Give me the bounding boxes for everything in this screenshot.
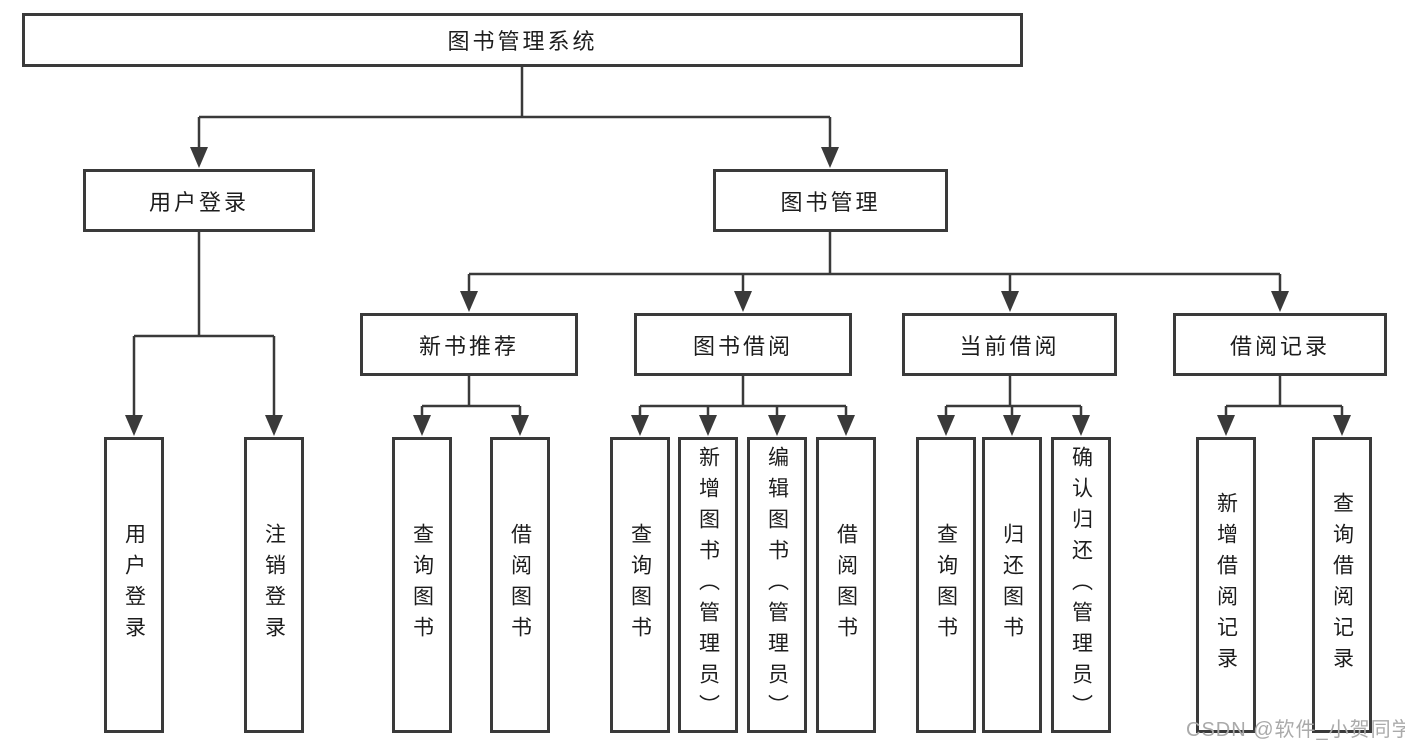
leaf-add-book-admin: 新增图书（管理员） bbox=[678, 437, 738, 733]
leaf-add-borrow-record: 新增借阅记录 bbox=[1196, 437, 1256, 733]
leaf-label: 注销登录 bbox=[262, 523, 286, 647]
leaf-borrow-books-borrowing: 借阅图书 bbox=[816, 437, 876, 733]
node-root: 图书管理系统 bbox=[22, 13, 1023, 67]
arrowhead-icon bbox=[413, 415, 431, 436]
leaf-query-books-current: 查询图书 bbox=[916, 437, 976, 733]
arrowhead-icon bbox=[937, 415, 955, 436]
watermark: CSDN @软件_小贺同学 bbox=[1186, 719, 1405, 741]
arrowhead-icon bbox=[821, 147, 839, 168]
leaf-logout: 注销登录 bbox=[244, 437, 304, 733]
node-borrowing-records: 借阅记录 bbox=[1173, 313, 1387, 376]
leaf-label: 借阅图书 bbox=[834, 523, 858, 647]
leaf-label: 新增借阅记录 bbox=[1214, 492, 1238, 678]
leaf-label: 用户登录 bbox=[122, 523, 146, 647]
leaf-return-books: 归还图书 bbox=[982, 437, 1042, 733]
node-book-borrowing: 图书借阅 bbox=[634, 313, 852, 376]
arrowhead-icon bbox=[768, 415, 786, 436]
node-new-book-recommend: 新书推荐 bbox=[360, 313, 578, 376]
leaf-label: 新增图书（管理员） bbox=[696, 445, 720, 725]
arrowhead-icon bbox=[1072, 415, 1090, 436]
node-user-login: 用户登录 bbox=[83, 169, 315, 232]
leaf-label: 查询图书 bbox=[628, 523, 652, 647]
arrowhead-icon bbox=[1001, 291, 1019, 312]
arrowhead-icon bbox=[1333, 415, 1351, 436]
arrowhead-icon bbox=[125, 415, 143, 436]
leaf-borrow-books-recommend: 借阅图书 bbox=[490, 437, 550, 733]
arrowhead-icon bbox=[699, 415, 717, 436]
node-book-management: 图书管理 bbox=[713, 169, 948, 232]
arrowhead-icon bbox=[460, 291, 478, 312]
leaf-label: 归还图书 bbox=[1000, 523, 1024, 647]
leaf-user-login: 用户登录 bbox=[104, 437, 164, 733]
arrowhead-icon bbox=[265, 415, 283, 436]
leaf-label: 确认归还（管理员） bbox=[1069, 445, 1093, 725]
leaf-query-books-borrowing: 查询图书 bbox=[610, 437, 670, 733]
arrowhead-icon bbox=[734, 291, 752, 312]
arrowhead-icon bbox=[837, 415, 855, 436]
arrowhead-icon bbox=[631, 415, 649, 436]
arrowhead-icon bbox=[190, 147, 208, 168]
node-current-borrowing: 当前借阅 bbox=[902, 313, 1117, 376]
leaf-edit-book-admin: 编辑图书（管理员） bbox=[747, 437, 807, 733]
leaf-query-borrow-record: 查询借阅记录 bbox=[1312, 437, 1372, 733]
leaf-label: 查询图书 bbox=[410, 523, 434, 647]
leaf-query-books-recommend: 查询图书 bbox=[392, 437, 452, 733]
arrowhead-icon bbox=[1003, 415, 1021, 436]
arrowhead-icon bbox=[511, 415, 529, 436]
leaf-confirm-return-admin: 确认归还（管理员） bbox=[1051, 437, 1111, 733]
leaf-label: 查询图书 bbox=[934, 523, 958, 647]
leaf-label: 查询借阅记录 bbox=[1330, 492, 1354, 678]
leaf-label: 编辑图书（管理员） bbox=[765, 445, 789, 725]
leaf-label: 借阅图书 bbox=[508, 523, 532, 647]
arrowhead-icon bbox=[1271, 291, 1289, 312]
arrowhead-icon bbox=[1217, 415, 1235, 436]
